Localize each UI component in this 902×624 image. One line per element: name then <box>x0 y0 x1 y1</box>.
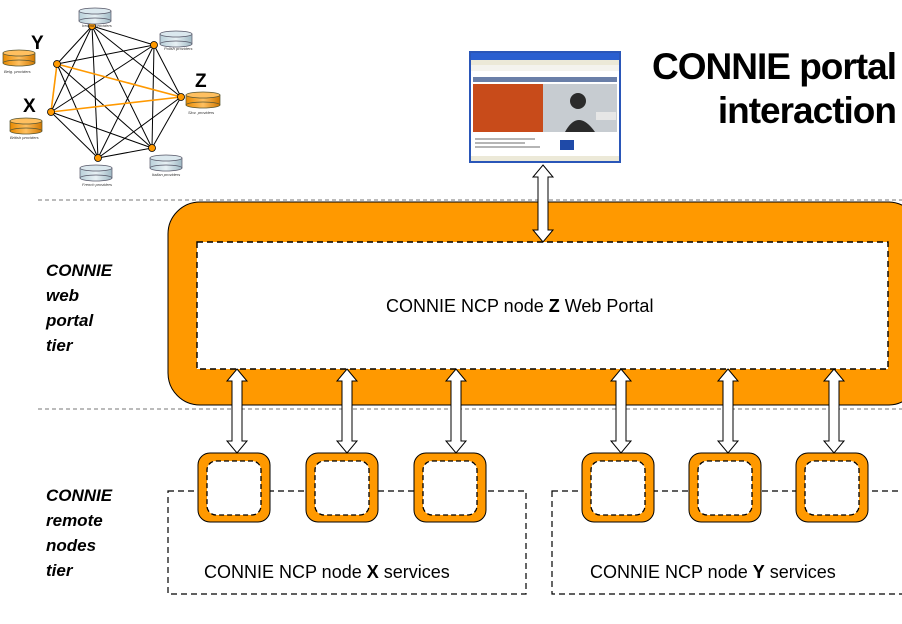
remote-node-prefix: CONNIE NCP node <box>204 562 367 582</box>
remote-node-letter: Y <box>752 562 765 582</box>
bidirectional-arrow <box>531 164 555 243</box>
provider-label: French providers <box>82 182 112 187</box>
provider-label: Ireland providers <box>82 23 112 28</box>
tier-label-line: web <box>46 286 80 305</box>
tier-label-line: remote <box>46 511 103 530</box>
service-box <box>795 452 869 523</box>
service-boxes <box>197 452 869 523</box>
title-line-1: CONNIE portal <box>652 46 897 87</box>
provider-label: Italian providers <box>152 172 180 177</box>
bidirectional-arrow <box>609 368 633 454</box>
bidirectional-arrow <box>822 368 846 454</box>
bidirectional-arrow <box>335 368 359 454</box>
network-letter-y: Y <box>31 33 44 54</box>
portal-node-suffix: Web Portal <box>559 296 654 316</box>
database-icon-highlighted <box>9 117 43 135</box>
web-portal-tier-label: CONNIE web portal tier <box>46 258 112 358</box>
portal-node-letter: Z <box>548 296 560 316</box>
tier-label-line: nodes <box>46 536 97 555</box>
service-box <box>197 452 271 523</box>
browser-window-thumbnail <box>469 51 621 163</box>
service-box <box>305 452 379 523</box>
database-icon-highlighted <box>185 91 221 109</box>
connection-arrows <box>225 164 846 454</box>
database-icon <box>79 164 113 182</box>
bidirectional-arrow <box>716 368 740 454</box>
tier-label-line: tier <box>46 561 73 580</box>
service-box <box>581 452 655 523</box>
portal-node-label: CONNIE NCP node Z Web Portal <box>386 296 653 317</box>
title-line-2: interaction <box>717 90 897 131</box>
portal-node-prefix: CONNIE NCP node <box>386 296 549 316</box>
remote-node-suffix: services <box>764 562 836 582</box>
database-icon-highlighted <box>2 49 36 67</box>
tier-label-line: CONNIE <box>46 261 113 280</box>
tier-label-line: CONNIE <box>46 486 113 505</box>
network-letter-x: X <box>23 96 36 117</box>
remote-node-x-label: CONNIE NCP node X services <box>204 562 450 583</box>
remote-node-x-container <box>167 490 527 595</box>
diagram-title: CONNIE portal interaction <box>652 46 897 131</box>
database-icon <box>78 7 112 25</box>
portal-node-box <box>196 241 889 370</box>
remote-node-suffix: services <box>378 562 450 582</box>
provider-network-graph: Ireland providers Polish providers Belg.… <box>2 7 221 187</box>
provider-label: Slov. providers <box>188 110 214 115</box>
remote-node-y-label: CONNIE NCP node Y services <box>590 562 836 583</box>
provider-label: Polish providers <box>164 46 192 51</box>
provider-label: British providers <box>10 135 39 140</box>
provider-label: Belg. providers <box>4 69 31 74</box>
network-letter-z: Z <box>195 71 207 92</box>
bidirectional-arrow <box>444 368 468 454</box>
bidirectional-arrow <box>225 368 249 454</box>
tier-label-line: tier <box>46 336 73 355</box>
remote-nodes-tier-label: CONNIE remote nodes tier <box>46 483 112 583</box>
tier-label-line: portal <box>46 311 94 330</box>
remote-node-letter: X <box>366 562 379 582</box>
database-icon <box>159 30 193 48</box>
service-box <box>413 452 487 523</box>
database-icon <box>149 154 183 172</box>
service-box <box>688 452 762 523</box>
remote-node-prefix: CONNIE NCP node <box>590 562 753 582</box>
